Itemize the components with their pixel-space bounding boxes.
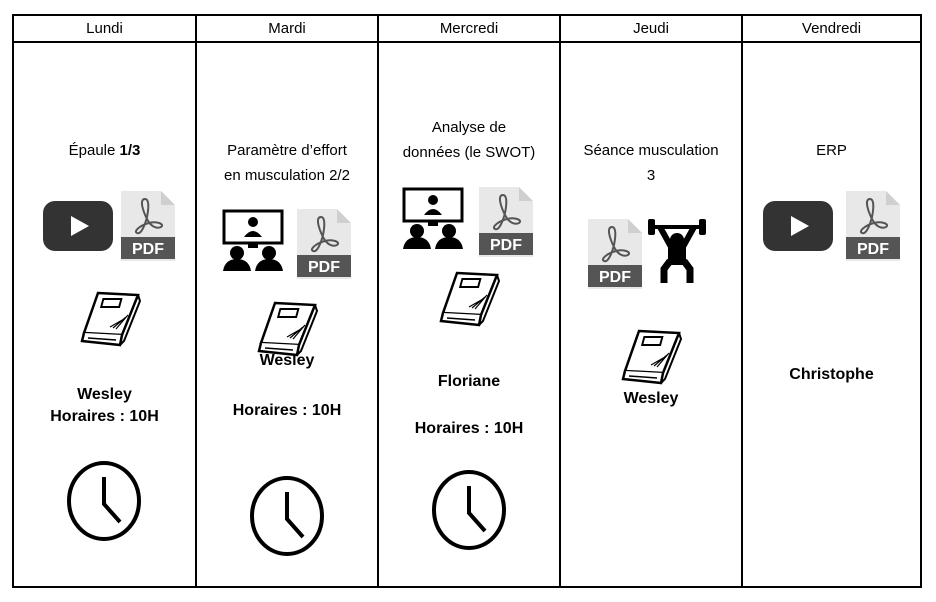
table-header-row: [14, 16, 920, 43]
session-title-line2: données (le SWOT): [402, 144, 536, 161]
day-column-jeudi: Séance musculation 3 Wesley: [561, 43, 741, 586]
day-column-vendredi: ERP Christophe: [743, 43, 920, 586]
videoconference-icon[interactable]: [220, 209, 286, 271]
column-divider: [195, 16, 197, 586]
day-column-lundi: Épaule 1/3 Wesley Horaires : 10H: [14, 43, 195, 586]
pdf-icon[interactable]: [588, 219, 642, 289]
videoconference-icon[interactable]: [400, 187, 466, 249]
header-lundi: Lundi: [86, 20, 123, 37]
session-title-line1: Séance musculation: [583, 142, 719, 159]
pdf-icon[interactable]: [121, 191, 175, 261]
session-title-line1: Analyse de: [431, 119, 507, 136]
session-title: Épaule 1/3: [14, 139, 195, 163]
session-title: ERP: [816, 142, 847, 159]
youtube-icon[interactable]: [763, 201, 833, 251]
youtube-icon[interactable]: [43, 201, 113, 251]
column-divider: [741, 16, 743, 586]
header-mardi: Mardi: [268, 20, 306, 37]
trainer-name: Wesley: [259, 352, 315, 369]
schedule-time: Horaires : 10H: [414, 420, 524, 437]
header-vendredi: Vendredi: [801, 20, 862, 37]
day-column-mercredi: Analyse de données (le SWOT) Floriane Ho…: [379, 43, 559, 586]
clock-icon: [66, 461, 142, 541]
clock-icon: [249, 476, 325, 556]
header-mercredi: Mercredi: [439, 20, 499, 37]
session-title-line1: Paramètre d’effort: [227, 142, 347, 159]
trainer-name: Wesley: [77, 386, 132, 403]
trainer-name: Floriane: [437, 373, 501, 390]
trainer-name: Wesley: [623, 390, 679, 407]
pdf-icon[interactable]: [297, 209, 351, 279]
column-divider: [559, 16, 561, 586]
clock-icon: [431, 470, 507, 550]
book-icon[interactable]: [439, 269, 501, 327]
pdf-icon[interactable]: [479, 187, 533, 257]
header-jeudi: Jeudi: [633, 20, 669, 37]
column-divider: [377, 16, 379, 586]
day-column-mardi: Paramètre d’effort en musculation 2/2 We…: [197, 43, 377, 586]
book-icon[interactable]: [621, 327, 683, 385]
pdf-icon[interactable]: [846, 191, 900, 261]
book-icon[interactable]: [80, 289, 142, 347]
schedule-time: Horaires : 10H: [232, 402, 342, 419]
session-title-line2: en musculation 2/2: [224, 167, 350, 184]
trainer-name: Christophe: [789, 366, 874, 383]
schedule-time: Horaires : 10H: [50, 408, 159, 425]
session-title-line2: 3: [646, 167, 656, 184]
weekly-schedule-table: Lundi Mardi Mercredi Jeudi Vendredi Épau…: [12, 14, 922, 588]
title-part: 1/3: [119, 142, 141, 159]
weightlifting-icon: [648, 217, 706, 285]
title-text: Épaule: [68, 142, 120, 159]
